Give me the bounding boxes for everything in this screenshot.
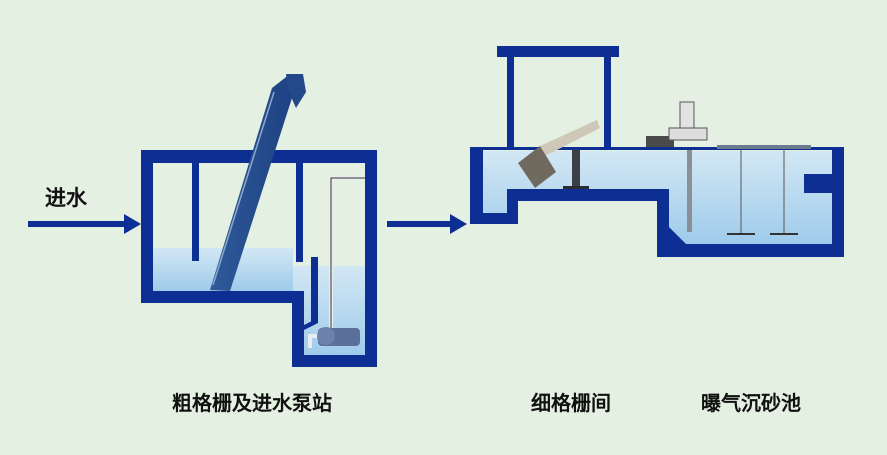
flow-arrow	[387, 214, 467, 234]
baffle	[311, 257, 318, 323]
coarse-screen-pump-station-label: 粗格栅及进水泵站	[172, 391, 332, 415]
canopy-post	[604, 57, 611, 148]
baffle	[192, 163, 199, 261]
canopy-post	[507, 57, 514, 148]
aerated-grit-chamber-label: 曝气沉砂池	[701, 391, 801, 415]
canopy-roof	[497, 46, 619, 57]
fine-screen-grit-chamber-tank	[470, 46, 844, 257]
inflow-arrow	[28, 214, 141, 234]
water	[483, 151, 832, 244]
fine-screen-room-label: 细格栅间	[531, 391, 611, 415]
fine-screen-machine	[518, 120, 600, 189]
baffle	[296, 163, 303, 262]
inflow-label: 进水	[45, 186, 88, 210]
coarse-screen-conveyor	[210, 74, 306, 291]
lift-pump	[308, 176, 365, 348]
grit-bridge-machine	[646, 101, 811, 235]
